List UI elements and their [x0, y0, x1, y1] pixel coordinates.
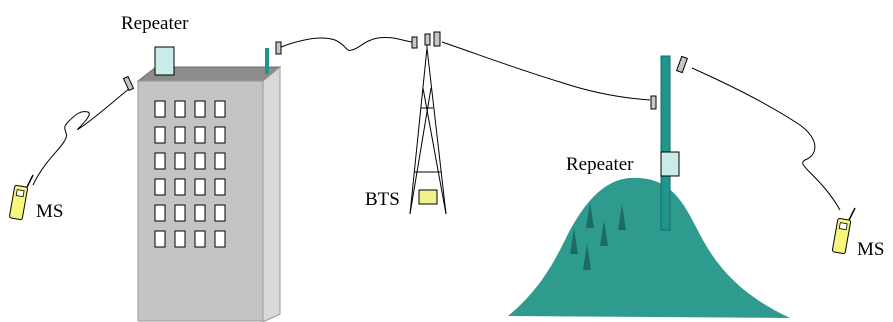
building-window	[195, 231, 205, 247]
building-window	[195, 127, 205, 143]
building-window	[175, 205, 185, 221]
hill	[508, 178, 790, 318]
phone-left-icon	[9, 175, 33, 220]
repeater-box-building	[155, 47, 174, 75]
bts-antenna-center	[425, 34, 430, 45]
phone-right-icon	[832, 208, 855, 254]
building-window	[175, 127, 185, 143]
bts-tower	[410, 48, 446, 214]
building-window	[215, 101, 225, 117]
link-hill-repeater-to-ms-right	[692, 68, 840, 210]
service-antenna-building	[123, 77, 133, 91]
building-window	[175, 153, 185, 169]
building-window	[175, 179, 185, 195]
building-window	[155, 127, 165, 143]
building-window	[215, 205, 225, 221]
repeater-box-hill	[661, 152, 679, 176]
hill-donor-antenna	[651, 96, 656, 109]
building-window	[195, 205, 205, 221]
building-window	[215, 179, 225, 195]
link-ms-left-to-building-antenna	[33, 88, 130, 185]
link-building-to-bts	[281, 37, 412, 50]
building-window	[155, 231, 165, 247]
building-window	[175, 101, 185, 117]
bts-equipment-box	[419, 190, 437, 204]
bts-antenna-left	[412, 37, 417, 48]
building	[138, 67, 280, 322]
building-window	[155, 205, 165, 221]
building-window	[175, 231, 185, 247]
building-window	[155, 153, 165, 169]
label-ms-right: MS	[857, 239, 884, 260]
bts-antenna-right	[434, 32, 440, 46]
building-window	[195, 179, 205, 195]
label-bts: BTS	[365, 189, 400, 210]
building-window	[155, 179, 165, 195]
building-side	[263, 67, 280, 322]
building-window	[215, 127, 225, 143]
building-window	[195, 101, 205, 117]
building-window	[155, 101, 165, 117]
label-repeater-building: Repeater	[121, 13, 189, 34]
building-window	[195, 153, 205, 169]
label-ms-left: MS	[36, 201, 63, 222]
building-window	[215, 153, 225, 169]
link-bts-to-hill-repeater	[442, 42, 650, 100]
antenna-panel	[276, 42, 281, 54]
hill-repeater-mast	[661, 56, 670, 230]
hill-service-antenna	[677, 56, 688, 72]
building-window	[215, 231, 225, 247]
label-repeater-hill: Repeater	[566, 154, 634, 175]
